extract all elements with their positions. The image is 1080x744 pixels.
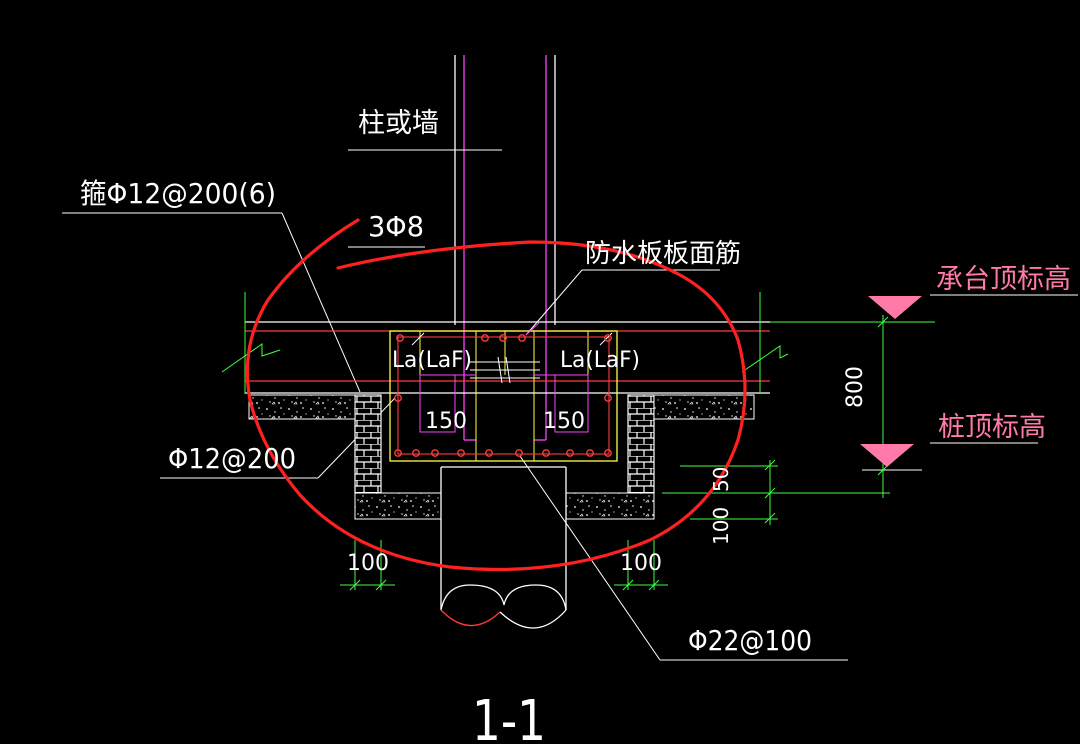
label-top-bars: 3Φ8 [368,210,424,243]
label-column-or-wall: 柱或墙 [358,108,439,139]
pile-top-elevation-marker [860,444,914,467]
label-dim-100-right: 100 [620,551,662,576]
label-dim-150-right: 150 [543,409,585,434]
label-dim-100-vertical: 100 [709,507,733,545]
label-dim-50: 50 [709,467,733,492]
label-cap-top-elevation: 承台顶标高 [936,264,1071,295]
text-labels: 柱或墙 箍Φ12@200(6) 3Φ8 防水板板面筋 承台顶标高 桩顶标高 La… [80,108,1071,744]
label-anchor-left: La(LaF) [392,348,472,373]
label-anchor-right: La(LaF) [560,348,640,373]
pile [440,466,567,629]
cap-top-elevation-marker [868,296,922,319]
label-dim-100-left: 100 [347,551,389,576]
label-bottom-bar: Φ22@100 [688,624,812,657]
label-dim-150-left: 150 [425,409,467,434]
label-stirrup: 箍Φ12@200(6) [80,177,276,210]
slab-lines [221,292,935,394]
label-side-bar: Φ12@200 [168,442,296,475]
rebar-dots [394,334,612,457]
dimension-lines [340,315,890,591]
concrete-layers [248,394,755,520]
hooked-bars [470,356,540,384]
markup-ring [245,218,747,572]
stirrup-hooks [525,321,541,336]
column-lines [454,55,556,441]
brick-walls [354,394,655,494]
leader-lines [62,149,1078,661]
label-waterproof-top-rebar: 防水板板面筋 [585,239,741,269]
label-dim-800: 800 [843,366,868,408]
label-pile-top-elevation: 桩顶标高 [938,412,1046,443]
elevation-markers [860,296,922,467]
section-title: 1-1 [472,689,546,744]
pile-cap [389,330,618,462]
